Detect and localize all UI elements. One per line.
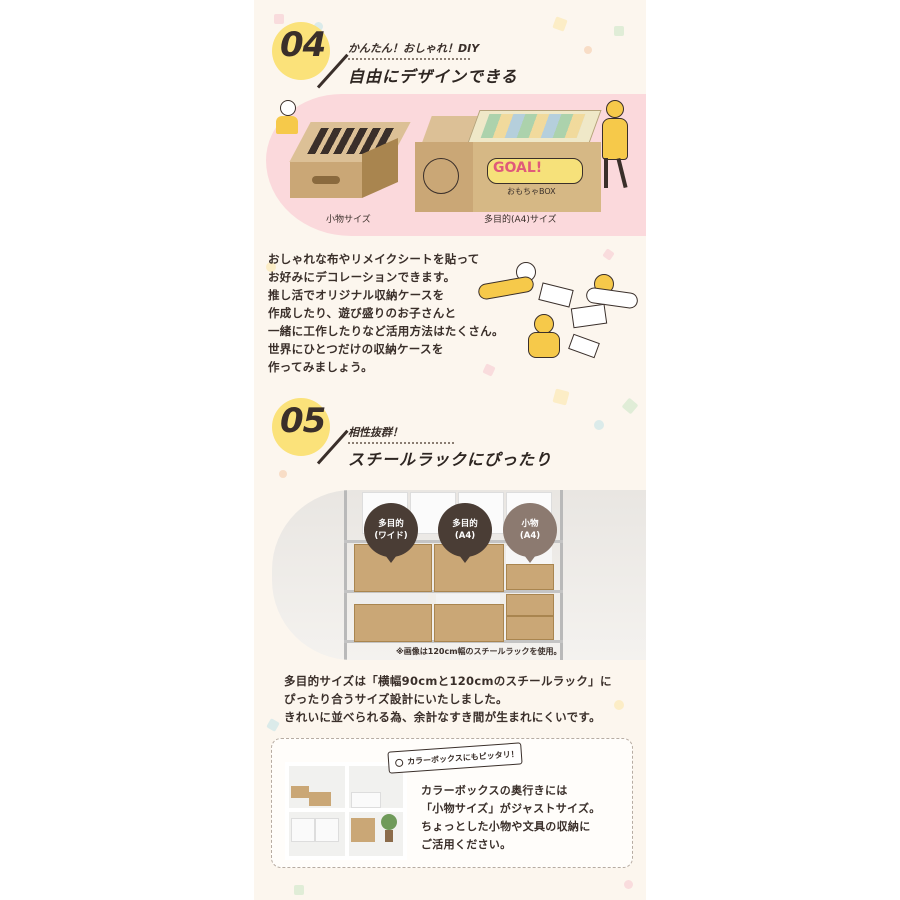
dotted-divider bbox=[348, 442, 454, 444]
section-04-badge bbox=[272, 22, 330, 80]
confetti bbox=[602, 248, 615, 261]
small-box-illustration bbox=[289, 122, 411, 200]
confetti bbox=[552, 16, 568, 32]
section-04-subtitle: かんたん！おしゃれ！DIY bbox=[348, 42, 480, 55]
confetti bbox=[614, 700, 624, 710]
confetti bbox=[584, 46, 592, 54]
section-05-badge bbox=[272, 398, 330, 456]
box-art-goal-text: GOAL! bbox=[493, 160, 543, 176]
color-box-photo bbox=[285, 762, 407, 860]
confetti bbox=[614, 26, 624, 36]
bubble-label: (A4) bbox=[454, 531, 476, 541]
paragraph-line: カラーボックスの奥行きには bbox=[421, 784, 568, 797]
person-illustration bbox=[598, 100, 632, 192]
paragraph-line: 世界にひとつだけの収納ケースを bbox=[268, 342, 444, 356]
dotted-divider bbox=[348, 58, 470, 60]
paragraph-line: ちょっとした小物や文具の収納に bbox=[421, 820, 591, 833]
confetti bbox=[294, 885, 304, 895]
section-05-title: スチールラックにぴったり bbox=[348, 450, 553, 469]
color-box-paragraph: カラーボックスの奥行きには 「小物サイズ」がジャストサイズ。 ちょっとした小物や… bbox=[421, 782, 601, 854]
box-art-sub-text: おもちゃBOX bbox=[507, 187, 556, 196]
person-illustration bbox=[272, 100, 302, 138]
bubble-label: 多目的 bbox=[378, 519, 404, 529]
paragraph-line: ぴったり合うサイズ設計にいたしました。 bbox=[284, 692, 508, 706]
confetti bbox=[621, 397, 639, 415]
confetti bbox=[266, 718, 280, 732]
section-05-subtitle: 相性抜群！ bbox=[348, 426, 403, 439]
bubble-small-a4: 小物 (A4) bbox=[503, 503, 557, 557]
paragraph-line: 一緒に工作したりなど活用方法はたくさん。 bbox=[268, 324, 504, 338]
bubble-label: (A4) bbox=[519, 531, 541, 541]
bubble-tail bbox=[459, 555, 471, 563]
paragraph-line: 作ってみましょう。 bbox=[268, 360, 373, 374]
paragraph-line: 「小物サイズ」がジャストサイズ。 bbox=[421, 802, 601, 815]
confetti bbox=[552, 388, 570, 406]
paragraph-line: お好みにデコレーションできます。 bbox=[268, 270, 456, 284]
section-05-paragraph: 多目的サイズは「横幅90cmと120cmのスチールラック」に ぴったり合うサイズ… bbox=[284, 672, 612, 726]
bubble-label: 多目的 bbox=[452, 519, 478, 529]
tag-hole-icon bbox=[394, 758, 404, 768]
kids-crafting-illustration bbox=[476, 262, 642, 362]
confetti bbox=[314, 22, 323, 31]
tag-label: カラーボックスにもピッタリ！ bbox=[406, 749, 519, 766]
paragraph-line: ご活用ください。 bbox=[421, 838, 512, 851]
small-size-caption: 小物サイズ bbox=[326, 215, 371, 225]
multi-size-caption: 多目的(A4)サイズ bbox=[484, 215, 557, 225]
section-04-number: 04 bbox=[280, 25, 326, 65]
bubble-multi-wide: 多目的 (ワイド) bbox=[364, 503, 418, 557]
confetti bbox=[266, 262, 276, 272]
bubble-label: (ワイド) bbox=[374, 531, 408, 541]
paragraph-line: 作成したり、遊び盛りのお子さんと bbox=[268, 306, 457, 320]
bubble-label: 小物 bbox=[521, 519, 539, 529]
confetti bbox=[624, 880, 633, 889]
bubble-tail bbox=[385, 555, 397, 563]
confetti bbox=[279, 470, 287, 478]
section-05-number: 05 bbox=[280, 401, 326, 441]
section-04-title: 自由にデザインできる bbox=[348, 67, 518, 86]
paragraph-line: きれいに並べられる為、余計なすき間が生まれにくいです。 bbox=[284, 710, 601, 724]
paragraph-line: おしゃれな布やリメイクシートを貼って bbox=[268, 252, 480, 266]
bubble-tail bbox=[524, 555, 536, 563]
confetti bbox=[274, 14, 284, 24]
bubble-multi-a4: 多目的 (A4) bbox=[438, 503, 492, 557]
confetti bbox=[594, 420, 604, 430]
paragraph-line: 推し活でオリジナル収納ケースを bbox=[268, 288, 445, 302]
section-04-paragraph: おしゃれな布やリメイクシートを貼って お好みにデコレーションできます。 推し活で… bbox=[268, 250, 504, 376]
paragraph-line: 多目的サイズは「横幅90cmと120cmのスチールラック」に bbox=[284, 674, 612, 688]
multi-box-illustration: GOAL! おもちゃBOX bbox=[415, 110, 605, 214]
photo-note: ※画像は120cm幅のスチールラックを使用。 bbox=[396, 647, 562, 656]
